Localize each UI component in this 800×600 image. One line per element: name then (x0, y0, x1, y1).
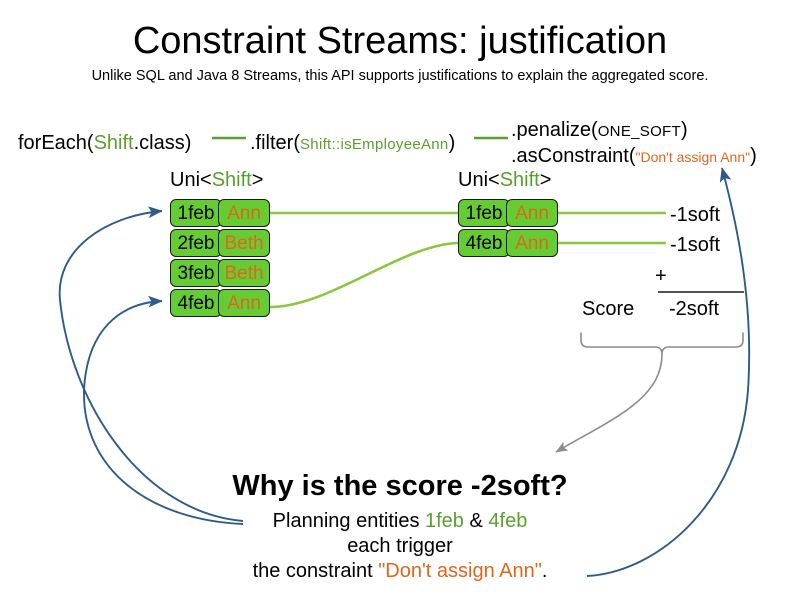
uni-label-left: Uni<Shift> (170, 168, 263, 192)
shift-date: 1feb (458, 199, 510, 227)
explanation-line3-prefix: the constraint (252, 560, 379, 582)
shift-date: 4feb (170, 289, 222, 317)
shift-employee: Ann (218, 199, 270, 227)
shift-card[interactable]: 2feb Beth (170, 229, 270, 257)
shift-employee: Ann (506, 229, 558, 257)
explanation-line-1: Planning entities 1feb & 4feb (0, 509, 800, 534)
constraint-name: "Don't assign Ann" (378, 560, 542, 582)
penalize-method: .penalize( (511, 119, 598, 141)
shift-date: 4feb (458, 229, 510, 257)
filter-method: .filter( (250, 132, 300, 154)
shift-date: 2feb (170, 229, 222, 257)
uni-left-suffix: > (251, 169, 264, 191)
explanation-body: Planning entities 1feb & 4feb each trigg… (0, 509, 800, 584)
shift-employee: Beth (218, 259, 270, 287)
explanation-line3-suffix: . (541, 560, 548, 582)
shift-employee: Beth (218, 229, 270, 257)
uni-label-right: Uni<Shift> (458, 168, 551, 192)
as-constraint-tail: ) (750, 145, 757, 167)
foreach-type: Shift (93, 132, 134, 154)
score-total: -2soft (669, 298, 720, 320)
as-constraint-arg: "Don't assign Ann" (635, 149, 751, 165)
shift-employee: Ann (506, 199, 558, 227)
penalize-arg: ONE_SOFT (597, 123, 681, 140)
sum-operator: + (655, 265, 667, 287)
score-label: Score (582, 298, 635, 320)
page-subtitle: Unlike SQL and Java 8 Streams, this API … (91, 68, 709, 84)
match-line-4feb (269, 241, 459, 309)
score-explanation-arrow (555, 353, 663, 453)
shift-card[interactable]: 4feb Ann (458, 229, 558, 257)
shift-card[interactable]: 1feb Ann (458, 199, 558, 227)
uni-right-type: Shift (499, 169, 540, 191)
entity-4feb: 4feb (488, 510, 528, 532)
uni-left-prefix: Uni< (170, 169, 212, 191)
explanation-line1-prefix: Planning entities (272, 510, 425, 532)
penalty-value: -1soft (670, 204, 721, 226)
foreach-method: forEach( (18, 132, 94, 154)
shift-date: 1feb (170, 199, 222, 227)
page-title: Constraint Streams: justification (132, 20, 668, 62)
uni-left-type: Shift (211, 169, 252, 191)
shift-date: 3feb (170, 259, 222, 287)
stream-cards-left: 1feb Ann 2feb Beth 3feb Beth 4feb Ann (170, 199, 270, 319)
foreach-tail: .class) (133, 132, 192, 154)
code-penalize: .penalize(ONE_SOFT) (511, 117, 688, 145)
uni-right-prefix: Uni< (458, 169, 500, 191)
filter-tail: ) (448, 132, 456, 154)
shift-employee: Ann (218, 289, 270, 317)
penalty-value: -1soft (670, 234, 721, 256)
sum-rule (658, 291, 744, 293)
explanation-line-2: each trigger (347, 535, 453, 557)
score-brace (580, 332, 744, 355)
entity-1feb: 1feb (425, 510, 464, 532)
code-as-constraint: .asConstraint("Don't assign Ann") (511, 143, 757, 170)
explanation-heading: Why is the score -2soft? (232, 470, 568, 502)
shift-card[interactable]: 4feb Ann (170, 289, 270, 317)
penalize-tail: ) (680, 119, 688, 141)
filter-arg: Shift::isEmployeeAnn (300, 136, 449, 153)
uni-right-suffix: > (539, 169, 552, 191)
explanation-amp: & (463, 510, 489, 532)
as-constraint-method: .asConstraint( (511, 145, 636, 167)
shift-card[interactable]: 3feb Beth (170, 259, 270, 287)
stream-cards-right: 1feb Ann 4feb Ann (458, 199, 558, 259)
shift-card[interactable]: 1feb Ann (170, 199, 270, 227)
explanation-line-3: the constraint "Don't assign Ann". (0, 559, 800, 584)
code-filter: .filter(Shift::isEmployeeAnn) (250, 130, 455, 158)
code-foreach: forEach(Shift.class) (18, 130, 191, 156)
